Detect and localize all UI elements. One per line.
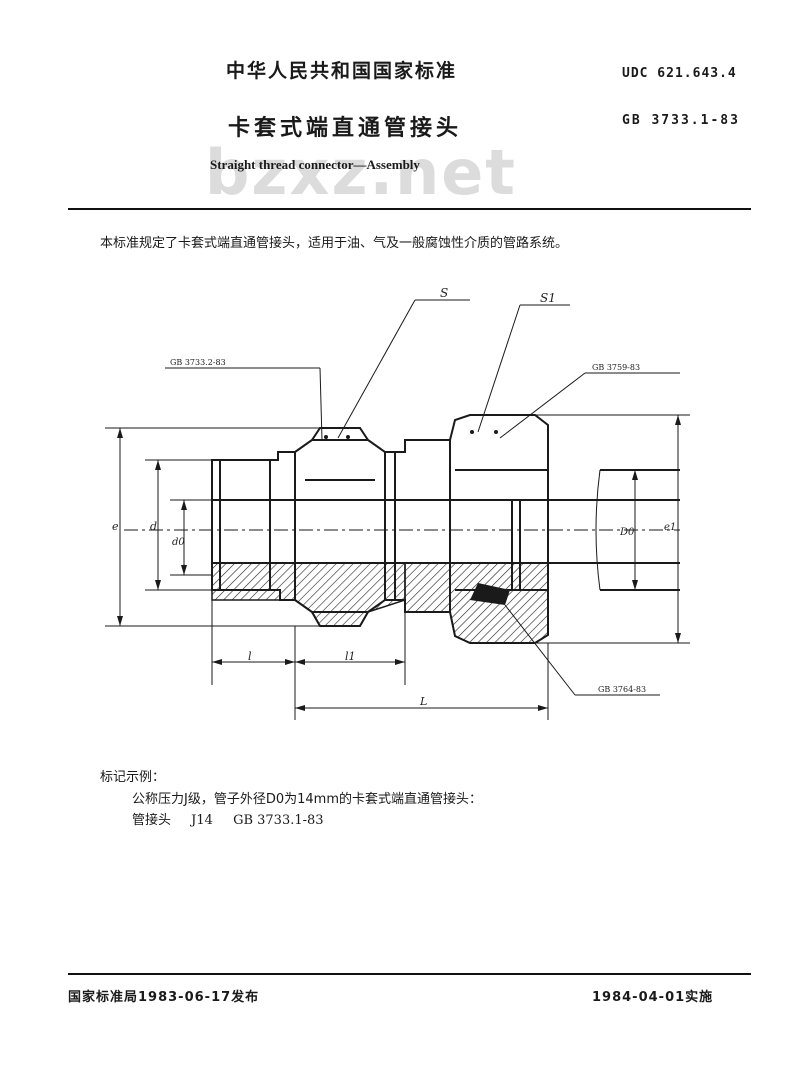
footer-divider	[68, 973, 751, 975]
fitting-outline	[124, 414, 680, 644]
designation-part-standard: GB 3733.1-83	[233, 813, 324, 828]
label-d0: d0	[172, 537, 185, 548]
ferrule-section	[470, 583, 510, 605]
header-divider	[68, 208, 751, 210]
country-standard-heading: 中华人民共和国国家标准	[226, 60, 458, 82]
label-D0: D0	[619, 527, 635, 538]
leader-lines	[105, 299, 690, 720]
issued-date: 国家标准局1983-06-17发布	[68, 990, 260, 1005]
scope-paragraph: 本标准规定了卡套式端直通管接头，适用于油、气及一般腐蚀性介质的管路系统。	[100, 236, 569, 251]
label-l1: l1	[345, 650, 356, 663]
standard-code: GB 3733.1-83	[622, 113, 740, 128]
label-L: L	[419, 695, 427, 708]
section-body	[294, 562, 406, 627]
label-ref-ferrule: GB 3764-83	[598, 685, 646, 694]
dimension-arrows	[117, 415, 681, 711]
udc-code: UDC 621.643.4	[622, 66, 737, 81]
label-ref-nut: GB 3759-83	[592, 363, 640, 372]
marking-example-designation: 管接头 J14 GB 3733.1-83	[132, 809, 340, 828]
section-stud	[211, 562, 296, 601]
designation-part-grade: J14	[191, 813, 213, 828]
section-nut	[404, 562, 549, 644]
label-l: l	[248, 650, 252, 663]
designation-part-name: 管接头	[132, 813, 172, 828]
effective-date: 1984-04-01实施	[592, 990, 714, 1005]
english-subtitle: Straight thread connector—Assembly	[210, 157, 420, 172]
marking-example-description: 公称压力J级，管子外径D0为14mm的卡套式端直通管接头：	[132, 792, 482, 807]
watermark: bzxz.net	[205, 136, 517, 209]
label-d: d	[150, 520, 157, 533]
label-e: e	[112, 520, 119, 533]
label-s: S	[440, 286, 448, 300]
label-s1: S1	[540, 291, 556, 305]
page-title: 卡套式端直通管接头	[228, 116, 463, 141]
label-e1: e1	[664, 522, 676, 533]
marking-example-title: 标记示例：	[100, 770, 166, 785]
label-ref-body: GB 3733.2-83	[170, 358, 226, 367]
